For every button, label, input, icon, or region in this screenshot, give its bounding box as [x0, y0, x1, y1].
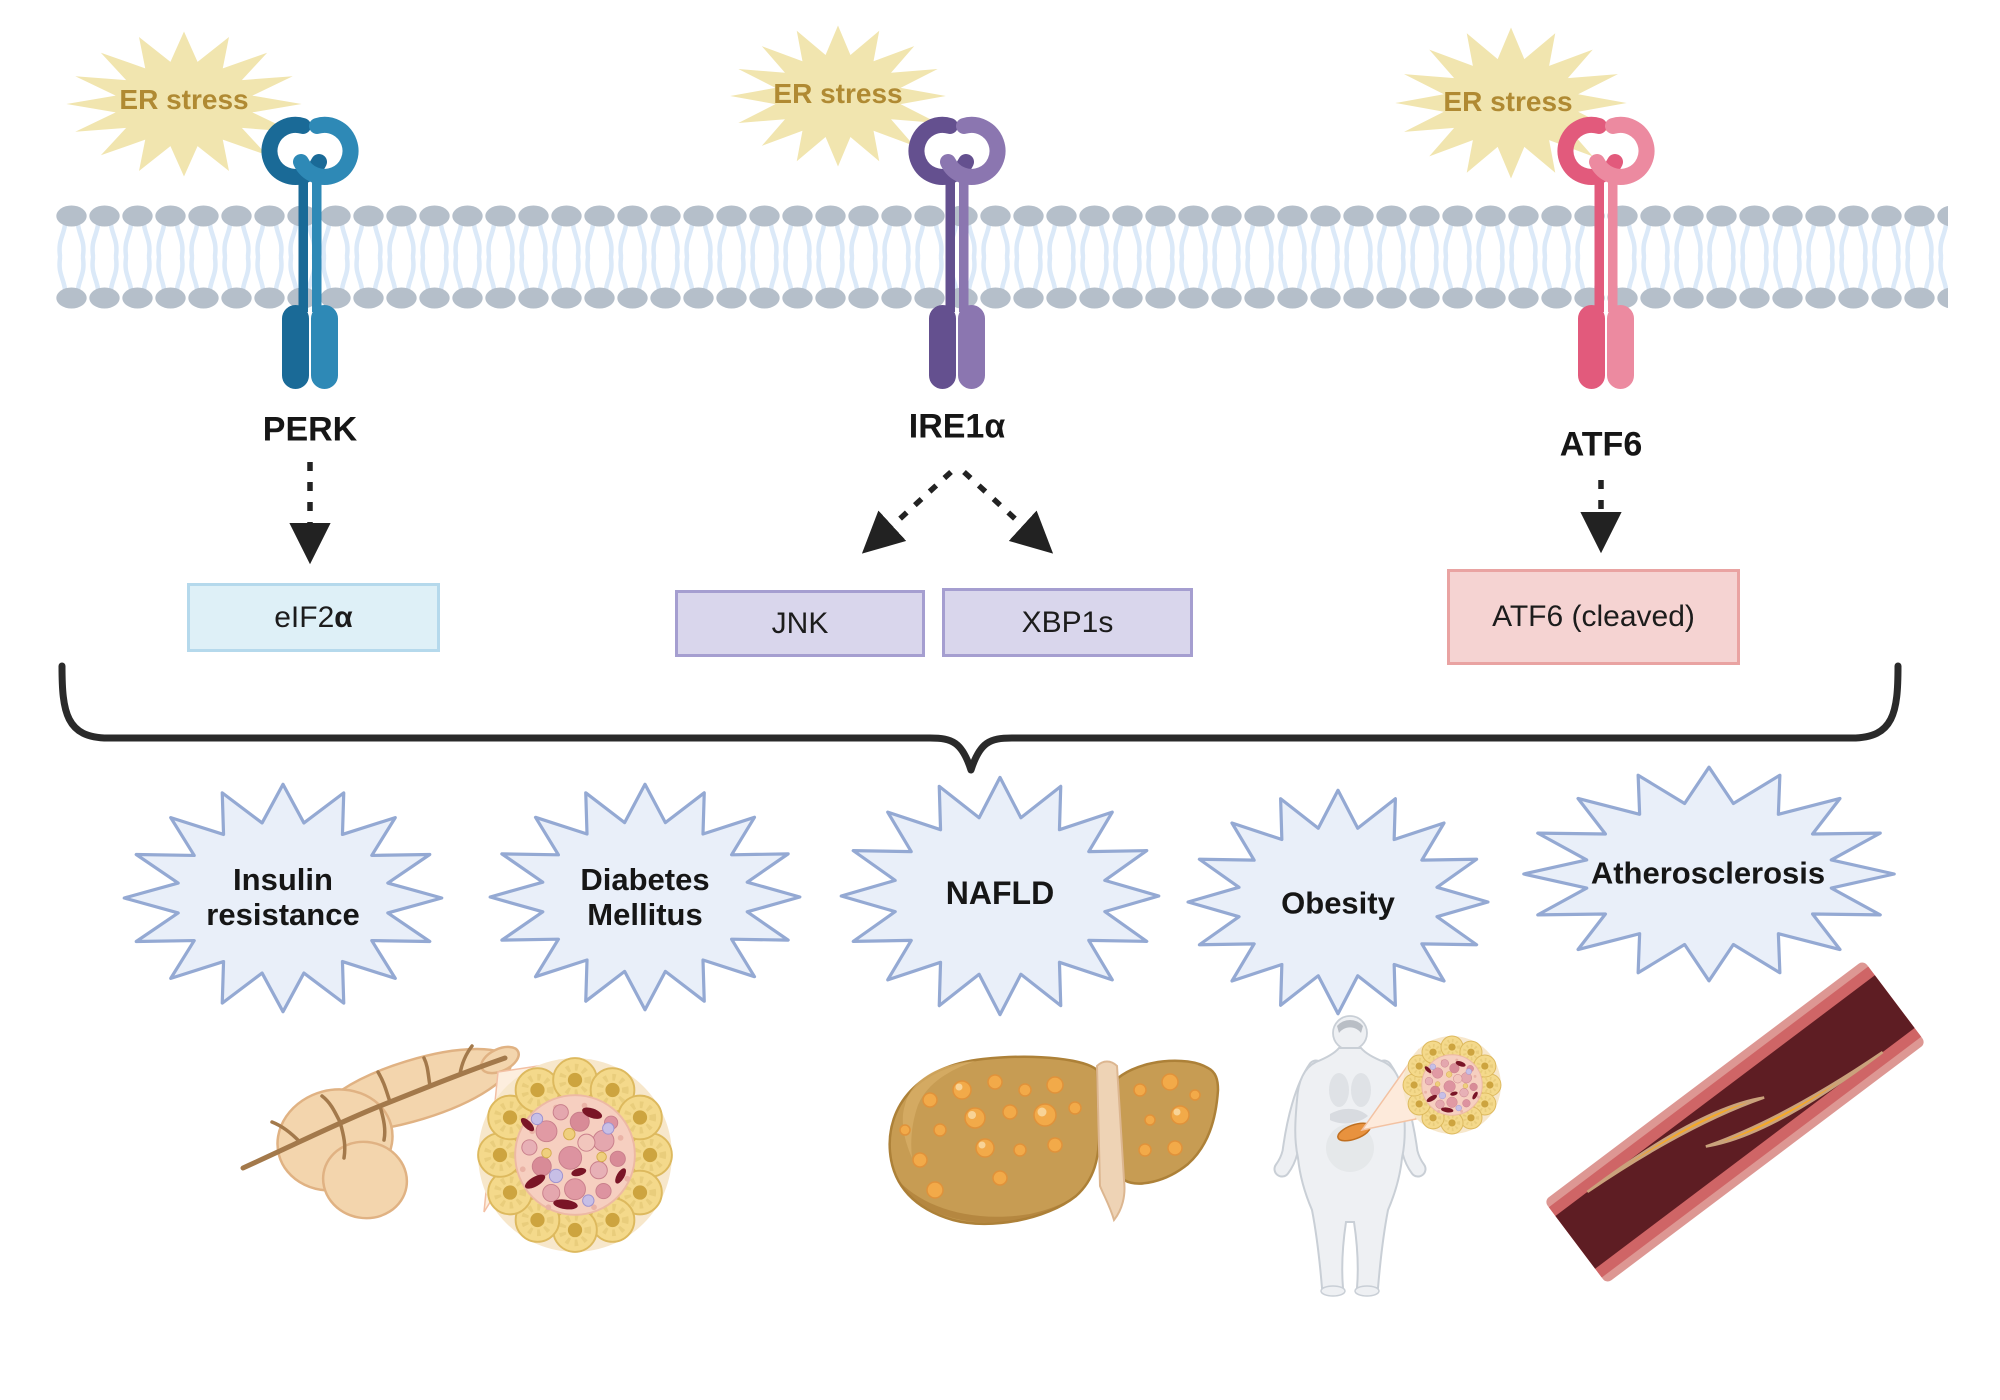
islet-icon: [1401, 1034, 1503, 1136]
disease-label-insulin-resistance: Insulin resistance: [206, 861, 360, 932]
blood-vessel-icon: [1546, 962, 1924, 1282]
disease-label-nafld: NAFLD: [945, 874, 1055, 911]
fatty-liver-icon: [888, 1055, 1220, 1226]
disease-label-atherosclerosis: Atherosclerosis: [1590, 855, 1826, 891]
disease-label-obesity: Obesity: [1281, 885, 1395, 921]
ire1a-to-xbp1s-arrow: [962, 469, 1054, 554]
disease-label-diabetes: Diabetes Mellitus: [580, 861, 710, 932]
disease-burst-obesity: [1188, 790, 1488, 1013]
perk-label: PERK: [262, 410, 358, 449]
plaque-bottom: [1705, 1051, 1884, 1148]
disease-burst-atherosclerosis: [1524, 767, 1894, 981]
fat-droplets: [899, 1073, 1201, 1199]
gathering-brace: [58, 662, 1902, 774]
er-stress-label-perk: ER stress: [119, 84, 249, 115]
disease-burst-nafld: [841, 777, 1159, 1014]
ire1a-to-jnk-arrow: [861, 469, 953, 554]
plaque-top: [1586, 1096, 1765, 1193]
islet-icon: [478, 1058, 672, 1252]
er-membrane-graphic: [55, 204, 1948, 310]
atf6-label: ATF6: [1559, 425, 1643, 464]
xbp1s-box: XBP1s: [942, 588, 1193, 657]
er-stress-burst-perk: [66, 31, 302, 177]
xbp1s-box-label: XBP1s: [1021, 605, 1114, 639]
er-stress-burst-ire1a: [730, 25, 946, 167]
eif2a-box-label: eIF2: [274, 600, 335, 634]
ire1a-label: IRE1α: [908, 407, 1006, 446]
er-stress-label-atf6: ER stress: [1443, 86, 1573, 117]
atf6-cleaved-box-label: ATF6 (cleaved): [1492, 600, 1695, 633]
pancreas-icon: [240, 1044, 672, 1252]
jnk-box-label: JNK: [771, 606, 829, 640]
internal-organs: [1326, 1073, 1374, 1172]
eif2a-alpha: α: [334, 600, 353, 634]
disease-burst-diabetes: [490, 784, 800, 1009]
atf6-cleaved-box: ATF6 (cleaved): [1447, 569, 1740, 665]
disease-burst-insulin-resistance: [124, 784, 442, 1011]
er-stress-label-ire1a: ER stress: [773, 78, 903, 109]
obese-person-icon: [1273, 1015, 1503, 1297]
jnk-box: JNK: [675, 590, 925, 657]
